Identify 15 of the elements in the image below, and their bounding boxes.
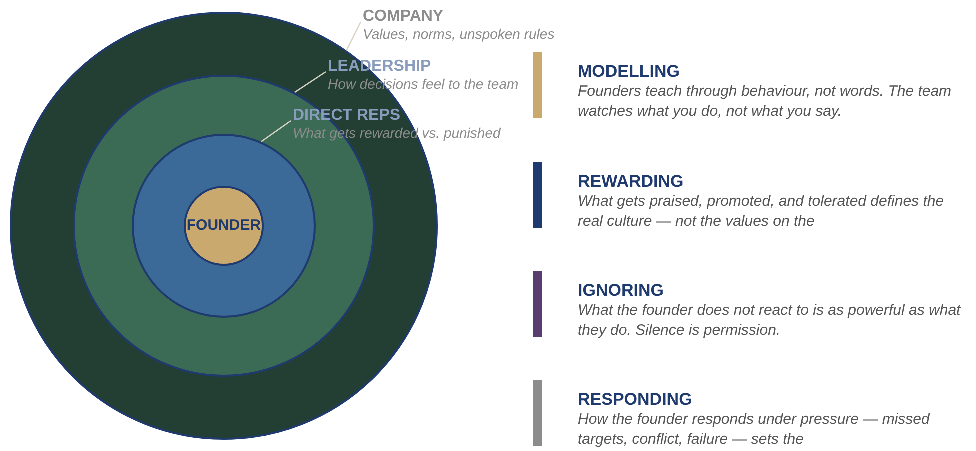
leader-line xyxy=(346,22,362,51)
ring-title: COMPANY xyxy=(363,8,445,26)
card-heading: MODELLING xyxy=(578,62,681,82)
leader-line xyxy=(261,120,292,142)
card-heading: RESPONDING xyxy=(578,390,694,410)
card-heading: IGNORING xyxy=(578,281,665,301)
card-description: What the founder does not react to is as powerful as what they do. Silence is permission. xyxy=(578,301,962,341)
card-description: Founders teach through behaviour, not words. The team watches what you do, not what you say. xyxy=(578,82,953,122)
card-description: What gets praised, promoted, and tolerated defines the real culture — not the values on the xyxy=(578,192,946,232)
leader-line xyxy=(294,71,326,94)
ring-title: DIRECT REPS xyxy=(293,107,402,125)
card-description: How the founder responds under pressure — missed targets, conflict, failure — sets the xyxy=(578,410,932,450)
ring-description: Values, norms, unspoken rules xyxy=(363,26,555,42)
card-heading: REWARDING xyxy=(578,172,685,192)
circle-label: FOUNDER xyxy=(186,217,262,234)
